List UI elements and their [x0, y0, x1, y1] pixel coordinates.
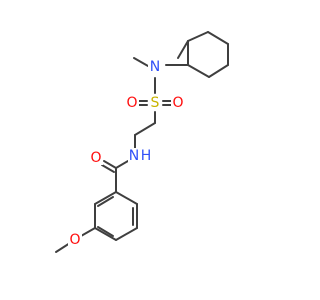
atom-s-sulfonyl-label: S — [151, 95, 160, 111]
atom-o-carbonyl-label: O — [90, 150, 101, 166]
bond-bz-4 — [94, 227, 117, 241]
atom-o-methoxy-label: O — [69, 232, 80, 248]
bond-cy-2 — [187, 31, 209, 42]
bond-cy-3 — [207, 31, 229, 45]
bond-cy-1 — [177, 40, 189, 59]
atom-n-amine-label: N — [150, 59, 160, 75]
bond-ar-o-methoxy — [80, 227, 96, 237]
molecule-structure: N S O O N H O — [55, 31, 229, 253]
bond-o-ch3 — [55, 242, 71, 253]
cyclohexane-ring — [177, 31, 229, 78]
bond-cy-5 — [208, 64, 229, 78]
bond-bz-inner-3 — [97, 196, 114, 207]
atom-o-sulfonyl-left: O — [125, 95, 139, 111]
bond-c-o-b — [101, 164, 115, 173]
atom-o-sulfonyl-right-label: O — [172, 95, 183, 111]
bond-c-o-a — [103, 160, 117, 169]
bond-cy-6 — [187, 64, 210, 78]
sulfonyl-oxygens — [137, 100, 173, 106]
atom-o-sulfonyl-right: O — [171, 95, 185, 111]
bond-bz-1 — [115, 191, 138, 205]
atom-o-sulfonyl-left-label: O — [126, 95, 137, 111]
benzene-ring — [94, 191, 138, 241]
bond-ch2-ch2 — [134, 122, 156, 136]
bond-bz-inner-2 — [97, 226, 114, 237]
atom-o-methoxy: O — [68, 232, 82, 248]
atom-s-sulfonyl: S — [148, 95, 162, 111]
atom-n-amide: N H — [128, 148, 154, 164]
molecule-diagram: N S O O N H O — [55, 31, 229, 253]
atom-h-amide-label: H — [141, 148, 152, 164]
atom-n-amide-label: N — [129, 148, 139, 164]
bond-n-methyl — [133, 57, 149, 67]
bond-bz-3 — [115, 227, 138, 241]
atom-labels: N S O O N H O — [68, 59, 185, 248]
bond-n-carbonyl — [115, 160, 129, 169]
atom-o-carbonyl: O — [89, 150, 103, 166]
atom-n-amine: N — [148, 59, 162, 75]
bond-bz-6 — [94, 191, 117, 205]
